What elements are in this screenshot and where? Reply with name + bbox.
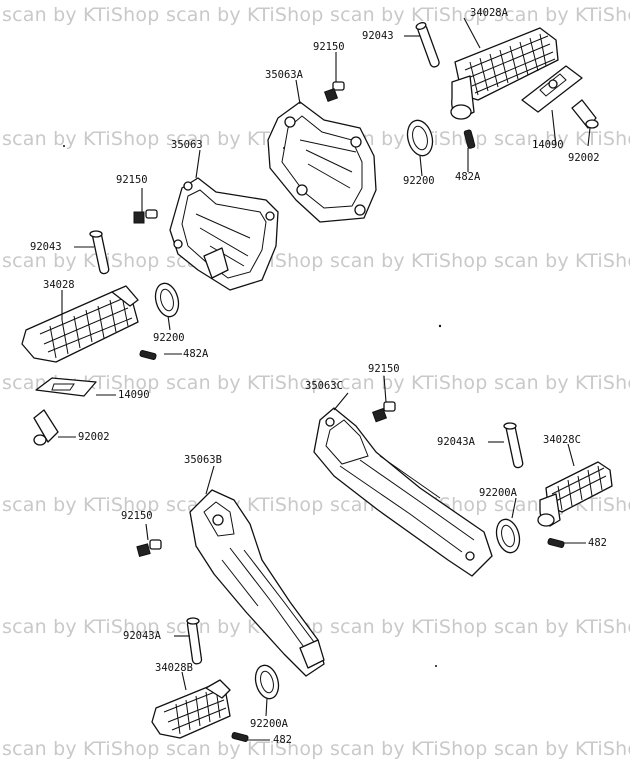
label-34028C: 34028C — [543, 434, 581, 446]
label-34028B: 34028B — [155, 662, 193, 674]
watermark: scan by KTiShop — [494, 616, 630, 638]
label-34028: 34028 — [43, 279, 75, 291]
label-92002-top: 92002 — [568, 152, 600, 164]
bracket-35063A — [267, 101, 377, 223]
label-92150-mid: 92150 — [368, 363, 400, 375]
label-482A-top: 482A — [455, 171, 481, 183]
watermark: scan by KTiShop — [494, 128, 630, 150]
watermark: scan by KTiShop — [2, 738, 160, 760]
footpeg-34028 — [21, 285, 139, 363]
bracket-35063 — [169, 177, 279, 291]
watermark: scan by KTiShop — [330, 616, 488, 638]
label-92150-low: 92150 — [121, 510, 153, 522]
watermark: scan by KTiShop — [494, 372, 630, 394]
label-482A-left: 482A — [183, 348, 209, 360]
label-92043A-low: 92043A — [123, 630, 161, 642]
pin-92043-top — [415, 22, 440, 68]
bracket-35063C — [313, 407, 493, 577]
label-35063B: 35063B — [184, 454, 222, 466]
pin-482-low — [231, 731, 249, 743]
pin-92043-left — [89, 230, 110, 275]
plate-14090-left — [35, 377, 97, 397]
bolt-92150-mid — [372, 401, 396, 423]
washer-92200A-right — [495, 518, 521, 554]
pin-482-right — [547, 537, 565, 549]
watermark: scan by KTiShop — [166, 372, 324, 394]
label-35063C: 35063C — [305, 380, 343, 392]
watermark: scan by KTiShop — [2, 250, 160, 272]
label-14090-left: 14090 — [118, 389, 150, 401]
leader-lines — [58, 17, 591, 741]
spring-92002-left — [33, 409, 59, 446]
watermark: scan by KTiShop — [166, 738, 324, 760]
watermark: scan by KTiShop — [494, 738, 630, 760]
plate-14090-top — [521, 65, 583, 113]
watermark: scan by KTiShop — [494, 250, 630, 272]
spring-92002-top — [571, 99, 599, 129]
bolt-92150-left — [133, 209, 158, 224]
pin-482A-left — [139, 349, 157, 361]
label-34028A: 34028A — [470, 7, 508, 19]
watermark: scan by KTiShop — [2, 616, 160, 638]
pin-92043A-right — [503, 422, 524, 469]
watermark: scan by KTiShop — [330, 738, 488, 760]
label-92043A-right: 92043A — [437, 436, 475, 448]
label-14090-top: 14090 — [532, 139, 564, 151]
label-92200-top: 92200 — [403, 175, 435, 187]
label-482-low: 482 — [273, 734, 292, 746]
pin-92043A-low — [186, 617, 203, 665]
watermark: scan by KTiShop — [330, 250, 488, 272]
label-92200A-right: 92200A — [479, 487, 517, 499]
washer-92200-top — [406, 119, 434, 157]
watermark: scan by KTiShop — [166, 4, 324, 26]
watermark: scan by KTiShop — [494, 4, 630, 26]
footpeg-34028B — [151, 679, 231, 739]
washer-92200-left — [154, 282, 180, 318]
label-35063: 35063 — [171, 139, 203, 151]
watermark: scan by KTiShop — [330, 4, 488, 26]
watermark: scan by KTiShop — [2, 128, 160, 150]
label-35063A: 35063A — [265, 69, 303, 81]
label-482: 482 — [588, 537, 607, 549]
label-92200-left: 92200 — [153, 332, 185, 344]
watermark: scan by KTiShop — [2, 494, 160, 516]
footpeg-34028C — [537, 461, 613, 527]
label-92043-left: 92043 — [30, 241, 62, 253]
bolt-92150-low — [136, 539, 162, 557]
label-92043-top: 92043 — [362, 30, 394, 42]
watermark: scan by KTiShop — [330, 372, 488, 394]
label-92200A-low: 92200A — [250, 718, 288, 730]
scan-specks — [63, 145, 442, 667]
footpeg-34028A — [450, 27, 559, 120]
washer-92200A-low — [254, 664, 280, 700]
bolt-92150-top — [323, 81, 345, 103]
label-92150-top: 92150 — [313, 41, 345, 53]
pin-482A-top — [463, 129, 476, 149]
watermark: scan by KTiShop — [2, 4, 160, 26]
bracket-35063B — [189, 489, 325, 677]
label-92150-left: 92150 — [116, 174, 148, 186]
label-92002-left: 92002 — [78, 431, 110, 443]
